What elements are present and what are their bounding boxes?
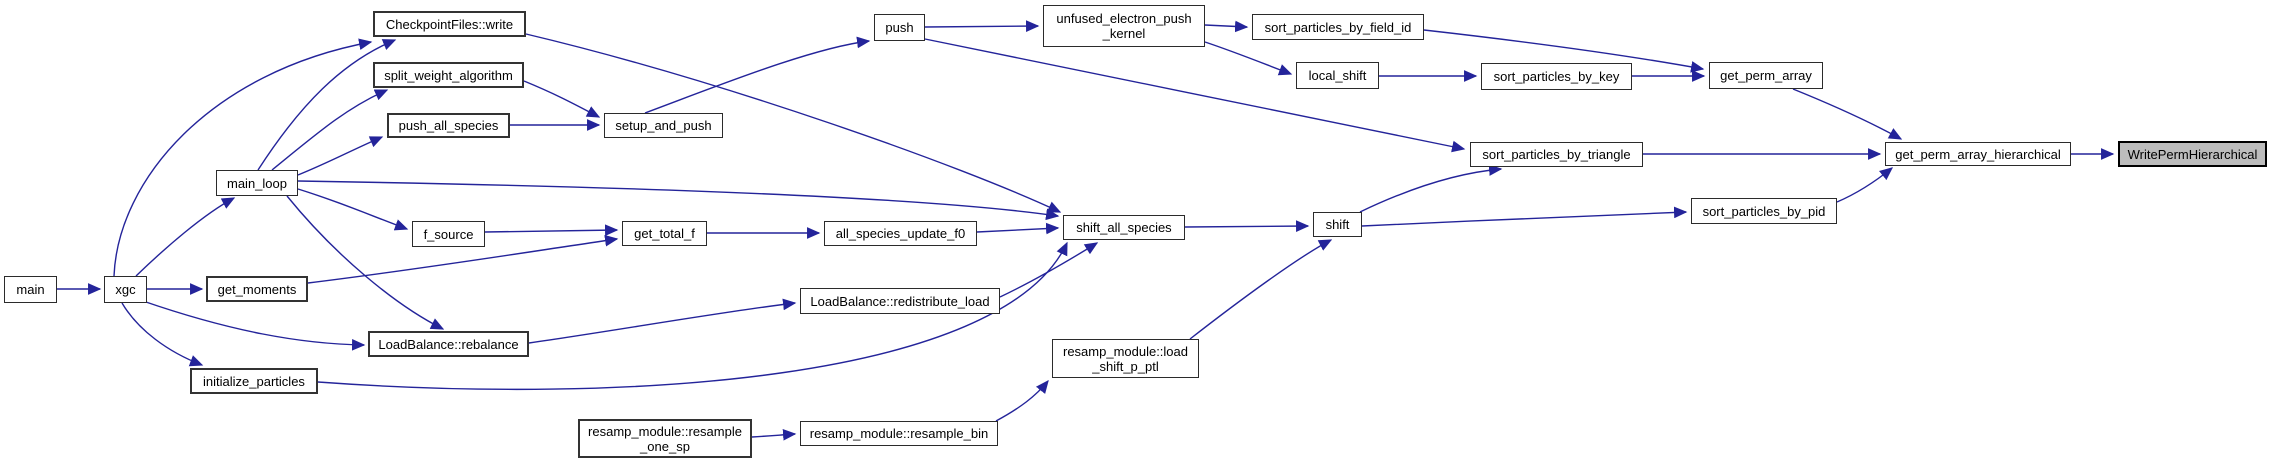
node-field_id[interactable]: sort_particles_by_field_id xyxy=(1252,14,1424,40)
edge-shift_all_species-shift xyxy=(1184,220,1310,232)
edge-redistribute_load-shift_all_species xyxy=(999,242,1099,298)
node-push[interactable]: push xyxy=(874,14,925,41)
node-checkpoint_write[interactable]: CheckpointFiles::write xyxy=(373,11,526,37)
node-pid[interactable]: sort_particles_by_pid xyxy=(1691,198,1837,224)
edge-all_species_update_f0-shift_all_species xyxy=(976,222,1060,235)
node-get_moments[interactable]: get_moments xyxy=(206,276,308,302)
node-resample_bin[interactable]: resamp_module::resample_bin xyxy=(800,421,998,446)
edge-get_moments-get_total_f xyxy=(307,234,619,284)
node-split_weight[interactable]: split_weight_algorithm xyxy=(373,62,524,88)
node-resample_one_sp[interactable]: resamp_module::resample _one_sp xyxy=(578,419,752,458)
node-main[interactable]: main xyxy=(4,276,57,303)
edge-split_weight-setup_and_push xyxy=(523,80,601,118)
edge-f_source-get_total_f xyxy=(484,224,619,237)
edge-main_loop-shift_all_species xyxy=(297,180,1060,221)
edge-xgc-rebalance xyxy=(142,300,366,351)
edge-xgc-main_loop xyxy=(135,197,236,277)
edge-main_loop-checkpoint_write xyxy=(257,39,397,171)
node-get_total_f[interactable]: get_total_f xyxy=(622,221,707,246)
edge-shift-pid xyxy=(1361,206,1688,227)
node-initialize_particles[interactable]: initialize_particles xyxy=(190,368,318,394)
node-redistribute_load[interactable]: LoadBalance::redistribute_load xyxy=(800,288,1000,314)
node-unfused[interactable]: unfused_electron_push _kernel xyxy=(1043,5,1205,47)
edge-xgc-initialize_particles xyxy=(121,302,204,367)
edge-main_loop-f_source xyxy=(297,188,409,231)
node-main_loop[interactable]: main_loop xyxy=(216,170,298,196)
node-xgc[interactable]: xgc xyxy=(104,276,147,303)
edge-unfused-local_shift xyxy=(1204,41,1293,76)
node-write_perm[interactable]: WritePermHierarchical xyxy=(2118,141,2267,167)
node-get_perm_array[interactable]: get_perm_array xyxy=(1709,62,1823,89)
node-local_shift[interactable]: local_shift xyxy=(1296,62,1379,89)
edge-resample_bin-load_shift_p_ptl xyxy=(995,379,1049,422)
node-rebalance[interactable]: LoadBalance::rebalance xyxy=(368,331,529,357)
node-shift_all_species[interactable]: shift_all_species xyxy=(1063,215,1185,240)
node-setup_and_push[interactable]: setup_and_push xyxy=(604,113,723,138)
node-shift[interactable]: shift xyxy=(1313,212,1362,237)
node-load_shift_p_ptl[interactable]: resamp_module::load _shift_p_ptl xyxy=(1052,339,1199,378)
edge-push-triangle xyxy=(924,38,1466,153)
edge-push-unfused xyxy=(924,20,1040,32)
edge-main_loop-push_all_species xyxy=(297,136,384,176)
node-push_all_species[interactable]: push_all_species xyxy=(387,113,510,138)
node-sort_key[interactable]: sort_particles_by_key xyxy=(1481,63,1632,90)
node-all_species_update_f0[interactable]: all_species_update_f0 xyxy=(824,221,977,246)
edge-setup_and_push-push xyxy=(644,36,871,114)
node-triangle[interactable]: sort_particles_by_triangle xyxy=(1470,142,1643,167)
edge-pid-hierarchical xyxy=(1836,167,1894,203)
edge-main_loop-rebalance xyxy=(286,195,445,330)
edge-main_loop-split_weight xyxy=(271,89,389,171)
node-f_source[interactable]: f_source xyxy=(412,221,485,247)
edge-initialize_particles-shift_all_species xyxy=(317,241,1068,391)
edge-load_shift_p_ptl-shift xyxy=(1189,239,1333,340)
edge-rebalance-redistribute_load xyxy=(528,298,797,344)
edge-shift-triangle xyxy=(1359,164,1503,213)
node-hierarchical[interactable]: get_perm_array_hierarchical xyxy=(1885,142,2071,166)
edge-field_id-get_perm_array xyxy=(1423,29,1705,73)
edge-resample_one_sp-resample_bin xyxy=(751,428,797,441)
edge-unfused-field_id xyxy=(1204,20,1249,33)
edge-xgc-checkpoint_write xyxy=(113,38,373,277)
edge-get_perm_array-hierarchical xyxy=(1792,88,1903,140)
edge-checkpoint_write-shift_all_species xyxy=(525,33,1062,213)
